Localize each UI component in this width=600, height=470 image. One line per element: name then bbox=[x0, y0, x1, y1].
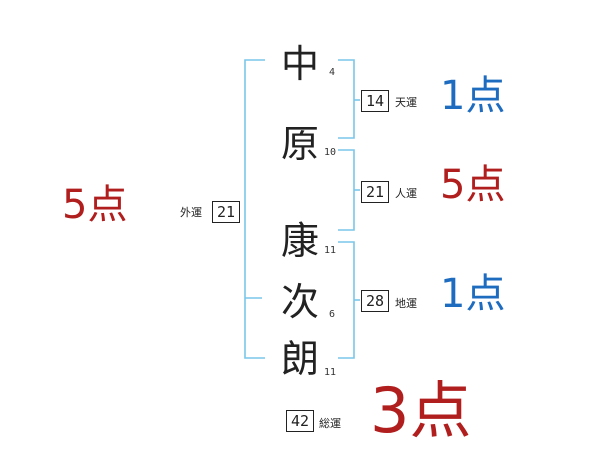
soukaku-value-box: 42 bbox=[286, 410, 314, 432]
chikaku-score: 1点 bbox=[440, 271, 506, 317]
chikaku-value-box: 28 bbox=[361, 290, 389, 312]
tenkaku-label: 天運 bbox=[395, 96, 417, 109]
gaikaku-score: 5点 bbox=[62, 182, 128, 228]
outer-bracket bbox=[244, 59, 265, 359]
tenkaku-value-box: 14 bbox=[361, 90, 389, 112]
chikaku-bracket bbox=[338, 241, 355, 359]
jinkaku-value-box: 21 bbox=[361, 181, 389, 203]
jinkaku-bracket bbox=[338, 149, 355, 231]
jinkaku-score: 5点 bbox=[440, 162, 506, 208]
stroke-count-2: 10 bbox=[324, 147, 337, 158]
tenkaku-bracket bbox=[338, 59, 355, 139]
stroke-count-4: 6 bbox=[329, 309, 336, 320]
soukaku-label: 総運 bbox=[319, 417, 341, 430]
gaikaku-value-box: 21 bbox=[212, 201, 240, 223]
stroke-count-3: 11 bbox=[324, 245, 337, 256]
stroke-count-1: 4 bbox=[329, 67, 336, 78]
stroke-count-5: 11 bbox=[324, 367, 337, 378]
name-char-3: 康 bbox=[280, 219, 319, 263]
gaikaku-label: 外運 bbox=[180, 206, 202, 219]
name-char-5: 朗 bbox=[280, 337, 319, 381]
tenkaku-score: 1点 bbox=[440, 73, 506, 119]
chikaku-label: 地運 bbox=[395, 297, 417, 310]
name-char-4: 次 bbox=[280, 280, 319, 324]
jinkaku-label: 人運 bbox=[395, 187, 417, 200]
name-char-2: 原 bbox=[280, 122, 319, 166]
soukaku-score: 3点 bbox=[370, 374, 472, 447]
name-char-1: 中 bbox=[280, 42, 319, 86]
